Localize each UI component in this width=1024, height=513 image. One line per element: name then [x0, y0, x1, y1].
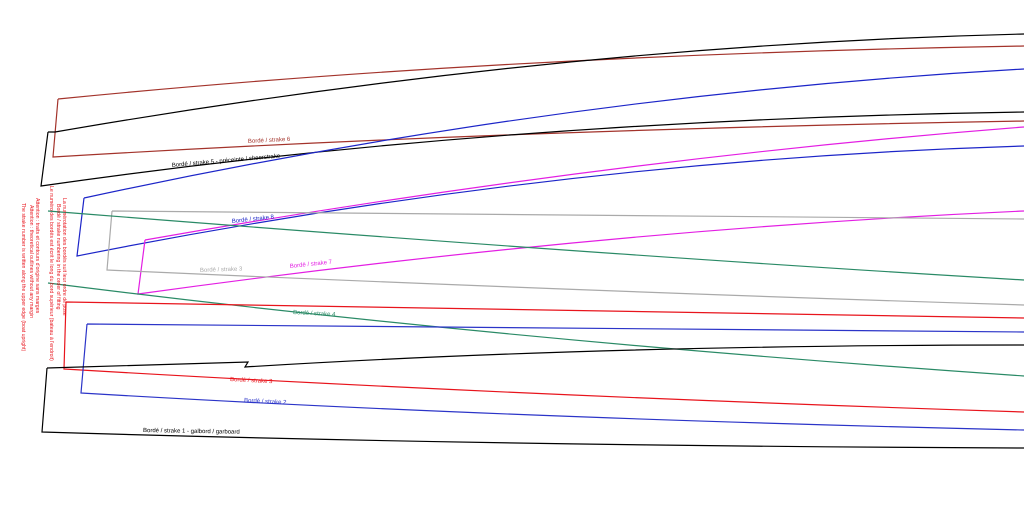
strake-1-outline — [41, 344, 1024, 449]
strake-8-outline — [76, 68, 1024, 257]
label-strake-3-grey: Bordé / strake 3 — [200, 267, 243, 274]
note-line-2: Le numéro des bordés est écrit le long d… — [48, 186, 54, 361]
strake-4-outline — [47, 210, 1024, 377]
label-strake-3: Bordé / strake 3 — [230, 377, 273, 385]
label-strake-8: Bordé / strake 8 — [232, 215, 275, 225]
note-line-5: Attention : theoretical outlines without… — [28, 205, 34, 318]
strake-3-outline — [63, 301, 1024, 413]
label-strake-1: Bordé / strake 1 - galbord / garboard — [143, 428, 240, 436]
label-strake-6: Bordé / strake 6 — [248, 137, 291, 145]
note-line-3: The strake number is written along the u… — [20, 203, 26, 351]
strake-5-outline — [40, 33, 1024, 187]
note-line-4: Attention : traits et contours d'origine… — [34, 198, 40, 314]
label-strake-7: Bordé / strake 7 — [290, 260, 333, 270]
label-strake-4: Bordé / strake 4 — [293, 310, 336, 318]
strake-3-grey-outline — [106, 210, 1024, 306]
label-strake-2: Bordé / strake 2 — [244, 398, 287, 406]
strake-6-outline — [52, 45, 1024, 158]
construction-notes: La numérotation des bordés suit leur ord… — [20, 186, 67, 361]
strake-2-outline — [80, 323, 1024, 431]
note-line-6: Bordé / strake numbering in the order of… — [55, 204, 61, 310]
note-line-1: La numérotation des bordés suit leur ord… — [61, 198, 67, 316]
